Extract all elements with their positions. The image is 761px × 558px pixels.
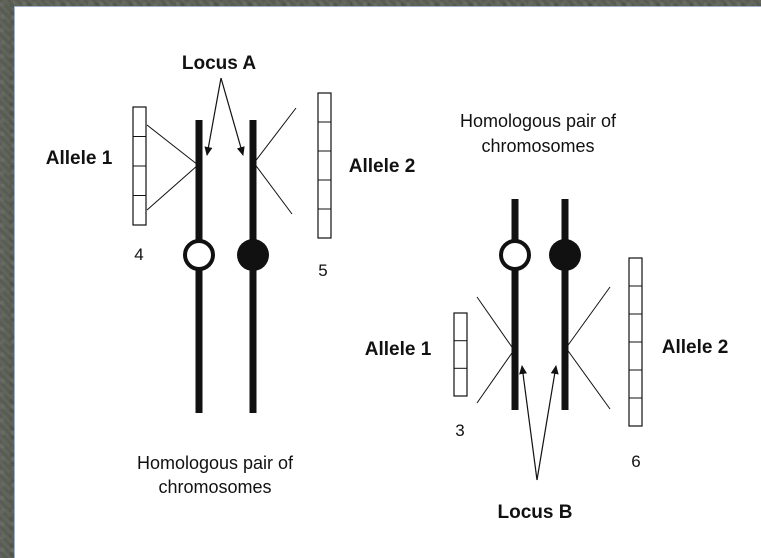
- right-allele-2-zoom-line-top: [566, 287, 610, 348]
- right-allele-2-count: 6: [631, 452, 640, 471]
- left-allele-1-zoom-line-bottom: [147, 165, 198, 210]
- left-allele-2-label: Allele 2: [349, 156, 416, 177]
- right-homologous-pair: Homologous pair of chromosomes Allele 1 …: [365, 111, 729, 523]
- left-caption-line-1: Homologous pair of: [137, 453, 294, 473]
- right-allele-1-box: [454, 313, 467, 396]
- left-allele-1-count: 4: [134, 245, 143, 264]
- locus-a-label: Locus A: [182, 53, 257, 74]
- right-allele-2-zoom-line-bottom: [566, 348, 610, 409]
- left-caption-line-2: chromosomes: [158, 477, 271, 497]
- right-caption-line-1: Homologous pair of: [460, 111, 617, 131]
- right-allele-2-label: Allele 2: [662, 337, 729, 358]
- right-centromere-filled: [549, 239, 581, 271]
- locus-a-arrow-left: [207, 78, 221, 155]
- locus-b-arrow-right: [537, 366, 556, 480]
- right-caption-line-2: chromosomes: [481, 136, 594, 156]
- locus-b-arrow-left: [522, 366, 537, 480]
- right-centromere-open: [501, 241, 529, 269]
- right-allele-1-count: 3: [455, 421, 464, 440]
- right-allele-1-label: Allele 1: [365, 339, 432, 360]
- left-allele-1-label: Allele 1: [46, 148, 113, 169]
- left-allele-2-count: 5: [318, 261, 327, 280]
- right-allele-2-box: [629, 258, 642, 426]
- right-allele-1-zoom-line-top: [477, 297, 514, 350]
- left-allele-1-box: [133, 107, 146, 225]
- left-allele-1-zoom-line-top: [147, 125, 198, 165]
- right-allele-1-zoom-line-bottom: [477, 350, 514, 403]
- left-homologous-pair: Locus A Allele 1 Allele 2 4 5 Homologous…: [46, 53, 416, 497]
- locus-a-arrow-right: [221, 78, 243, 155]
- left-allele-2-box: [318, 93, 331, 238]
- left-centromere-filled: [237, 239, 269, 271]
- locus-b-label: Locus B: [498, 502, 573, 523]
- left-allele-2-zoom-line-bottom: [254, 163, 292, 214]
- left-centromere-open: [185, 241, 213, 269]
- left-allele-2-zoom-line-top: [254, 108, 296, 163]
